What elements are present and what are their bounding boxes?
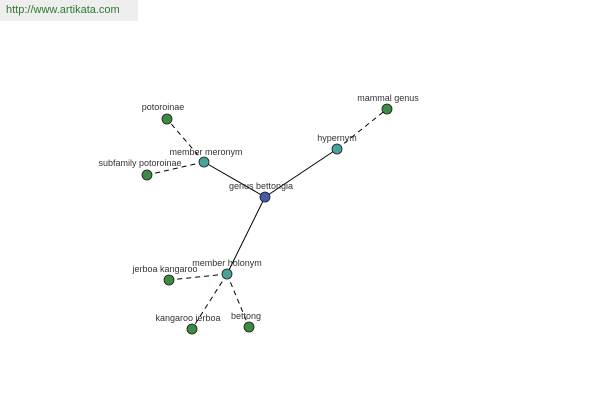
url-bar: http://www.artikata.com	[0, 0, 138, 21]
node-member-meronym[interactable]	[198, 156, 210, 168]
node-bettong[interactable]	[243, 321, 255, 333]
edge-genus-bettongia-to-hypernym	[264, 148, 338, 198]
node-genus-bettongia[interactable]	[259, 191, 271, 203]
node-label-potoroinae[interactable]: potoroinae	[142, 102, 185, 112]
node-label-jerboa-kangaroo[interactable]: jerboa kangaroo	[131, 264, 197, 274]
node-label-member-holonym[interactable]: member holonym	[192, 258, 262, 268]
node-label-kangaroo-jerboa[interactable]: kangaroo jerboa	[155, 313, 220, 323]
edges-layer	[146, 108, 388, 330]
edge-member-meronym-to-subfamily-potoroinae	[146, 161, 205, 176]
node-label-member-meronym[interactable]: member meronym	[169, 147, 242, 157]
edge-member-holonym-to-bettong	[226, 273, 250, 328]
node-jerboa-kangaroo[interactable]	[163, 274, 175, 286]
node-potoroinae[interactable]	[161, 113, 173, 125]
nodes-layer	[141, 103, 393, 335]
site-url-link[interactable]: http://www.artikata.com	[6, 4, 120, 16]
edge-member-meronym-to-potoroinae	[166, 118, 205, 163]
edge-hypernym-to-mammal-genus	[336, 108, 388, 150]
node-label-hypernym[interactable]: hypernym	[317, 133, 357, 143]
edge-genus-bettongia-to-member-holonym	[226, 196, 266, 275]
edge-member-holonym-to-jerboa-kangaroo	[168, 273, 228, 281]
node-label-mammal-genus[interactable]: mammal genus	[357, 93, 419, 103]
node-hypernym[interactable]	[331, 143, 343, 155]
node-mammal-genus[interactable]	[381, 103, 393, 115]
node-subfamily-potoroinae[interactable]	[141, 169, 153, 181]
node-label-genus-bettongia[interactable]: genus bettongia	[229, 181, 293, 191]
node-member-holonym[interactable]	[221, 268, 233, 280]
edge-genus-bettongia-to-member-meronym	[203, 161, 266, 198]
node-label-bettong[interactable]: bettong	[231, 311, 261, 321]
node-kangaroo-jerboa[interactable]	[186, 323, 198, 335]
labels-layer: genus bettongia member meronym hypernym mem…	[98, 93, 419, 323]
edge-member-holonym-to-kangaroo-jerboa	[191, 273, 228, 330]
node-label-subfamily-potoroinae[interactable]: subfamily potoroinae	[98, 158, 181, 168]
